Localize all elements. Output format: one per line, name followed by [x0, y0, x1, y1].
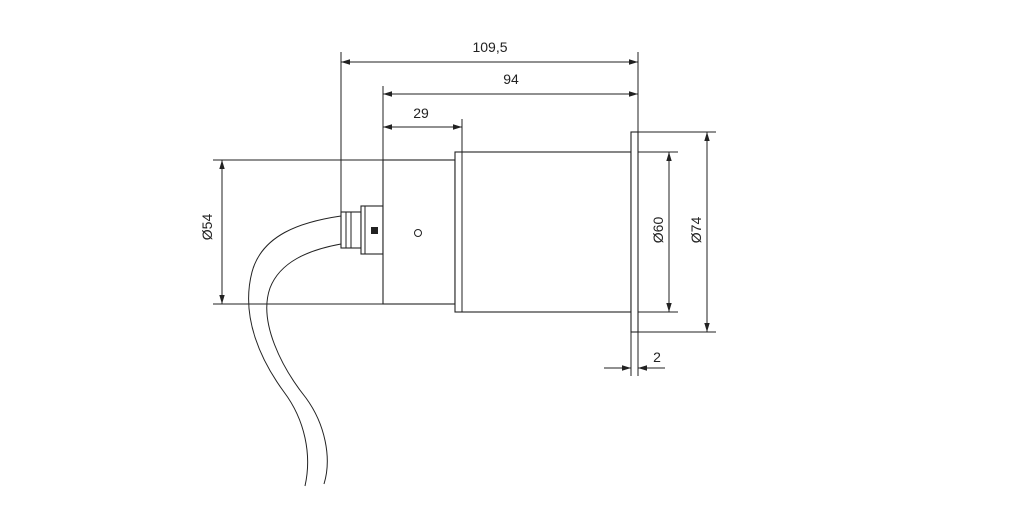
rear-housing: [382, 159, 456, 305]
cable: [248, 215, 342, 487]
label-rear-diameter: Ø54: [199, 214, 215, 241]
screw-hole: [414, 229, 422, 237]
flange: [630, 131, 639, 333]
label-flange-diameter: Ø74: [688, 217, 704, 244]
gland-marker: [371, 227, 378, 234]
cable-gland: [340, 205, 384, 255]
dimension-lines: [219, 59, 710, 371]
label-overall-length: 109,5: [472, 39, 507, 55]
extension-lines: [213, 52, 716, 376]
label-body-length: 94: [503, 71, 519, 87]
label-body-diameter: Ø60: [650, 217, 666, 244]
label-flange-thickness: 2: [653, 349, 661, 365]
label-rear-length: 29: [413, 105, 429, 121]
dimension-labels: 109,5 94 29 Ø54 Ø60 Ø74 2: [199, 39, 704, 365]
main-body: [454, 151, 632, 313]
